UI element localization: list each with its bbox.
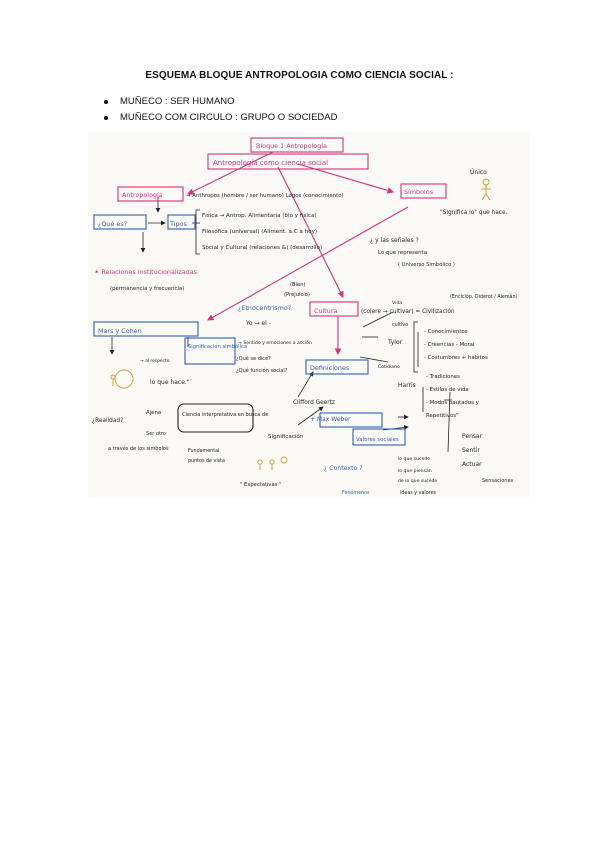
map-ciencia: Ciencia interpretativa en busca de xyxy=(182,412,268,418)
map-ideas: ideas y valores xyxy=(400,490,437,496)
map-tipos: Tipos xyxy=(169,220,187,228)
map-etimologia: → Anthropos (hombre / ser humano) Logos … xyxy=(186,193,344,199)
map-creencias: - Creencias - Moral xyxy=(424,342,474,348)
map-weber: + Max Weber xyxy=(310,416,351,423)
map-etnocentrismo: ¿Etnocentrismo? xyxy=(238,304,291,312)
map-fisica: Física → Antrop. Alimentaria (bio y físi… xyxy=(202,212,317,219)
map-lo-que-sucede: lo que sucede xyxy=(398,456,430,462)
map-tylor: Tylor xyxy=(387,339,403,346)
map-que-es: ¿Qué es? xyxy=(98,220,127,228)
map-definiciones: Definiciones xyxy=(310,364,350,372)
map-ajena: Ajena xyxy=(146,410,161,416)
map-estilos: - Estilos de vida xyxy=(426,387,469,393)
map-colere: (colere → cultivar) = Civilización xyxy=(361,308,455,315)
map-unico: Único xyxy=(470,169,487,176)
map-senales: ¿ y las señales ? xyxy=(370,237,419,244)
map-lo-que-hace: lo que hace." xyxy=(150,379,190,386)
map-significa: "Significa lo" que hace. xyxy=(440,210,508,216)
map-significacion: Significación simbólica xyxy=(188,343,247,350)
map-pensar: Pensar xyxy=(462,433,483,440)
map-bien: (Bien) xyxy=(290,282,306,288)
legend-list: MUÑECO : SER HUMANO MUÑECO COM CIRCULO :… xyxy=(100,94,337,126)
map-expectativas: " Expectativas " xyxy=(240,482,281,488)
map-vida: Vida xyxy=(392,300,402,306)
map-filosofica: Filosófica (universal) (Aliment. a.C a h… xyxy=(202,228,317,235)
map-alto-respecto: → al respecto xyxy=(140,358,170,364)
map-enciclop: (Enciclop. Diderot / Alemán) xyxy=(450,293,518,300)
map-antropologia: Antropología xyxy=(122,191,163,199)
map-repetitivos: Repetitivos" xyxy=(426,413,459,419)
map-sensaciones: Sensaciones xyxy=(482,478,514,484)
map-bloque: Bloque 1 Antropología xyxy=(256,142,327,150)
map-ser-otro: Ser otro xyxy=(146,431,166,437)
group-figure-icon xyxy=(110,369,134,389)
map-valores: Valores sociales xyxy=(356,437,399,443)
map-sentir: Sentir xyxy=(462,447,480,454)
map-universo: ( Universo Simbólico ) xyxy=(398,261,455,268)
map-puntos: puntos de vista xyxy=(188,458,225,464)
map-conocimientos: - Conocimientos xyxy=(424,329,468,335)
map-traves: a través de los símbolos xyxy=(108,445,169,452)
map-lo-que-piensan: lo que piensan xyxy=(398,468,432,474)
map-clifford: Clifford Geertz xyxy=(293,400,335,406)
map-que-funcion: ¿Qué función social? xyxy=(236,367,288,374)
map-cultivo: cultivo xyxy=(392,322,408,328)
map-contexto: ¿ Contexto ? xyxy=(324,465,363,472)
human-figure-icon xyxy=(481,178,491,201)
map-mars: Mars y Cohen xyxy=(98,327,142,335)
map-actuar: Actuar xyxy=(462,461,482,468)
concept-map-photo: Bloque 1 Antropología Antropología como … xyxy=(88,132,530,498)
map-modos: - Modos pautados y xyxy=(426,400,480,406)
map-significacion2: Significación xyxy=(268,433,304,440)
concept-map-drawing: Bloque 1 Antropología Antropología como … xyxy=(92,137,518,496)
map-main: Antropología como ciencia social xyxy=(213,159,328,167)
map-simbolos: Símbolos xyxy=(404,188,434,196)
map-fundamental: Fundamental xyxy=(188,448,219,454)
map-social: Social y Cultural (relaciones &) (desarr… xyxy=(202,245,322,251)
map-tradiciones: - Tradiciones xyxy=(426,374,460,380)
map-fenomenos: Fenómenos xyxy=(342,489,370,496)
map-permanencia: (permanencia y frecuencia) xyxy=(110,286,184,292)
map-que-dice: ¿Qué se dice? xyxy=(236,355,271,362)
map-relaciones: ✶ Relaciones institucionalizadas xyxy=(94,268,198,276)
map-realidad: ¿Realidad? xyxy=(92,418,123,424)
map-yo-el: Yo → el - xyxy=(245,320,271,327)
legend-item-group: MUÑECO COM CIRCULO : GRUPO O SOCIEDAD xyxy=(100,110,337,126)
map-sentido: → Sentido y emociones a acción xyxy=(238,339,312,346)
map-prejuicio: (Prejuicio) xyxy=(284,292,310,298)
legend-item-human: MUÑECO : SER HUMANO xyxy=(100,94,337,110)
map-cultura: Cultura xyxy=(314,307,337,315)
people-figure-icon xyxy=(257,456,288,470)
map-representa: Lo que representa xyxy=(378,250,427,256)
map-de-lo-que: de lo que sucede xyxy=(398,478,437,484)
map-costumbres: - Costumbres + hábitos xyxy=(424,354,488,361)
map-harris: Harris xyxy=(398,382,416,389)
page-title: ESQUEMA BLOQUE ANTROPOLOGIA COMO CIENCIA… xyxy=(145,70,454,81)
map-cotidiana: Cotidiano xyxy=(378,364,400,370)
